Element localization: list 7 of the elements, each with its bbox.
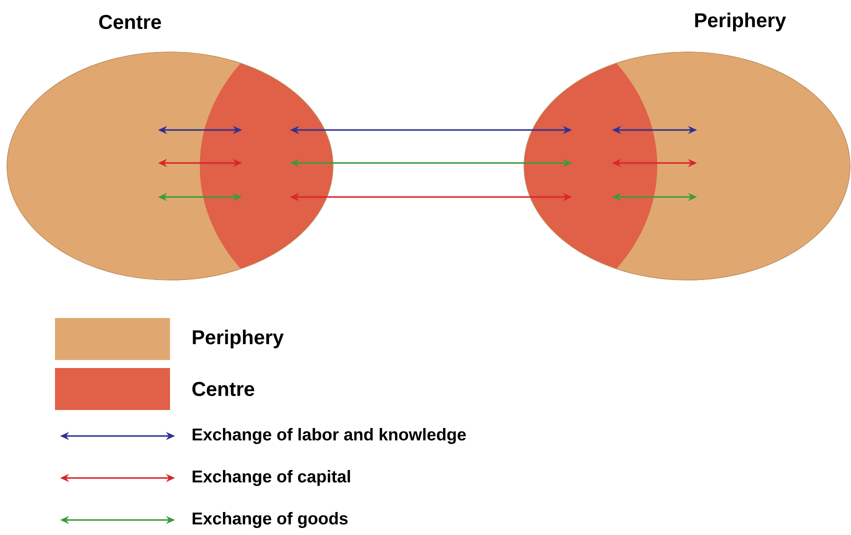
heading: Periphery [695, 12, 786, 32]
legend-label: Centre [192, 382, 254, 396]
legend-label: Exchange of labor and knowledge [192, 428, 466, 444]
legend-label: Periphery [192, 330, 284, 348]
heading: Centre [99, 14, 161, 30]
legend-label: Exchange of capital [192, 470, 350, 486]
legend-label: Exchange of goods [192, 512, 348, 528]
